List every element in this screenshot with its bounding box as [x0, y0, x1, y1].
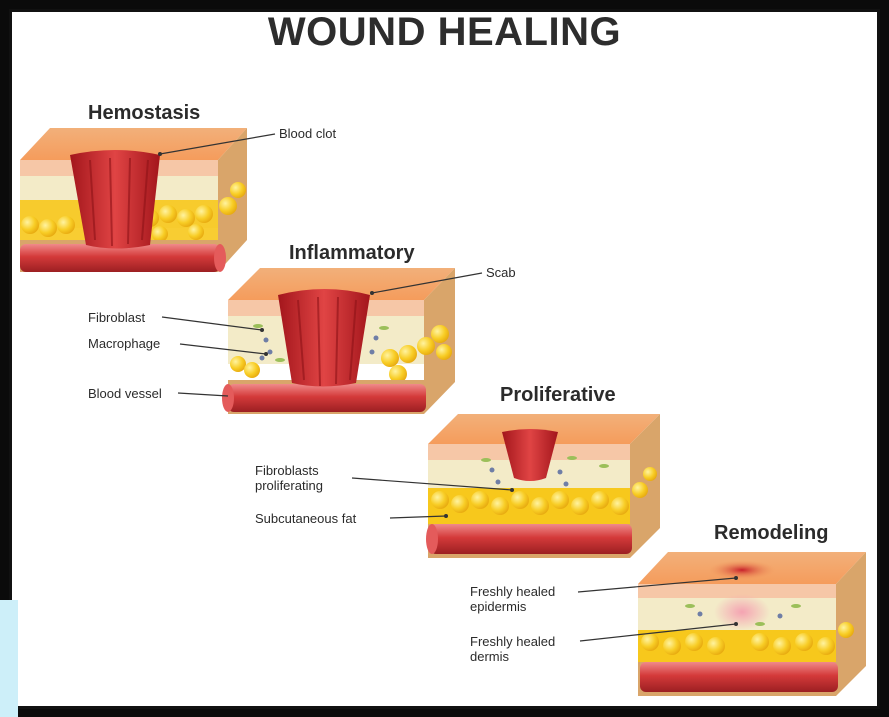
stage-hemostasis: Hemostasis: [88, 102, 200, 125]
label-fibroblast: Fibroblast: [88, 310, 145, 325]
hemostasis-skin-block: [20, 128, 247, 272]
inflammatory-skin-block: [222, 268, 455, 414]
label-blood-vessel: Blood vessel: [88, 386, 162, 401]
label-macrophage: Macrophage: [88, 336, 160, 351]
label-freshly-healed-epidermis: Freshly healed epidermis: [470, 584, 555, 614]
diagram-title: WOUND HEALING: [0, 10, 889, 55]
label-blood-clot: Blood clot: [279, 126, 336, 141]
leader-blood-vessel: [178, 393, 228, 396]
label-subcutaneous-fat: Subcutaneous fat: [255, 511, 356, 526]
remodeling-skin-block: [638, 552, 866, 696]
label-fibroblasts-proliferating: Fibroblasts proliferating: [255, 463, 323, 493]
stage-proliferative: Proliferative: [500, 384, 616, 407]
stage-inflammatory: Inflammatory: [289, 242, 415, 265]
label-freshly-healed-dermis: Freshly healed dermis: [470, 634, 555, 664]
label-scab: Scab: [486, 265, 516, 280]
stage-remodeling: Remodeling: [714, 522, 828, 545]
